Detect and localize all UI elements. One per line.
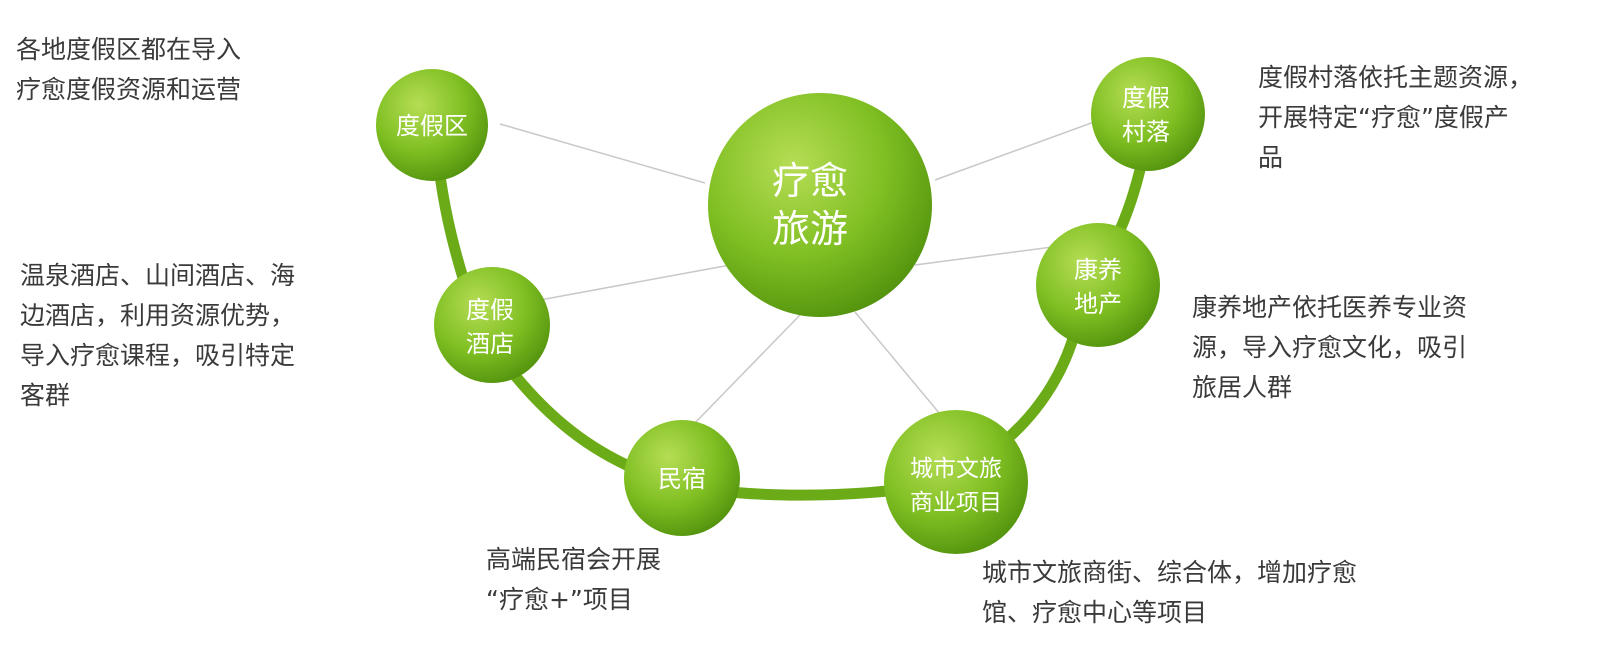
node-wellness: 康养 地产 [1036, 223, 1160, 347]
node-wellness-label-line2: 地产 [1074, 290, 1122, 318]
spoke-wellness [914, 245, 1061, 266]
center-node: 疗愈 旅游 [708, 93, 932, 317]
node-hotel: 度假 酒店 [434, 267, 550, 383]
spoke-urban [854, 311, 956, 433]
spoke-resort [499, 123, 706, 184]
desc-hotel: 温泉酒店、山间酒店、海 边酒店，利用资源优势， 导入疗愈课程，吸引特定 客群 [20, 261, 296, 410]
node-urban-label-line2: 商业项目 [910, 490, 1002, 516]
node-wellness-ball [1036, 223, 1160, 347]
node-village-label-line2: 村落 [1122, 118, 1170, 146]
node-homestay-ball [624, 420, 740, 536]
spoke-hotel [539, 264, 731, 301]
node-urban: 城市文旅 商业项目 [884, 410, 1028, 554]
spokes [499, 117, 1106, 433]
node-urban-ball [884, 410, 1028, 554]
node-hotel-label-line2: 酒店 [466, 330, 514, 358]
desc-resort: 各地度假区都在导入 疗愈度假资源和运营 [16, 35, 242, 104]
center-node-label-line2: 旅游 [772, 207, 848, 251]
spoke-homestay [689, 314, 801, 429]
node-resort-ball [376, 69, 488, 181]
node-village-label-line1: 度假 [1122, 84, 1170, 112]
node-urban-label-line1: 城市文旅 [910, 456, 1002, 482]
desc-homestay: 高端民宿会开展 “疗愈+”项目 [486, 545, 662, 614]
desc-wellness: 康养地产依托医养专业资 源，导入疗愈文化，吸引 旅居人群 [1192, 293, 1468, 402]
node-village: 度假 村落 [1091, 57, 1205, 171]
node-hotel-label-line1: 度假 [466, 296, 514, 324]
node-village-ball [1091, 57, 1205, 171]
node-hotel-ball [434, 267, 550, 383]
desc-village: 度假村落依托主题资源， 开展特定“疗愈”度假产 品 [1258, 63, 1534, 172]
node-wellness-label-line1: 康养 [1074, 256, 1122, 284]
node-resort: 度假区 [376, 69, 488, 181]
desc-urban: 城市文旅商街、综合体，增加疗愈 馆、疗愈中心等项目 [982, 558, 1358, 627]
node-resort-label: 度假区 [396, 112, 468, 140]
spoke-village [934, 117, 1106, 181]
center-node-label-line1: 疗愈 [772, 159, 848, 203]
node-homestay-label: 民宿 [658, 465, 706, 493]
node-homestay: 民宿 [624, 420, 740, 536]
center-node-ball [708, 93, 932, 317]
